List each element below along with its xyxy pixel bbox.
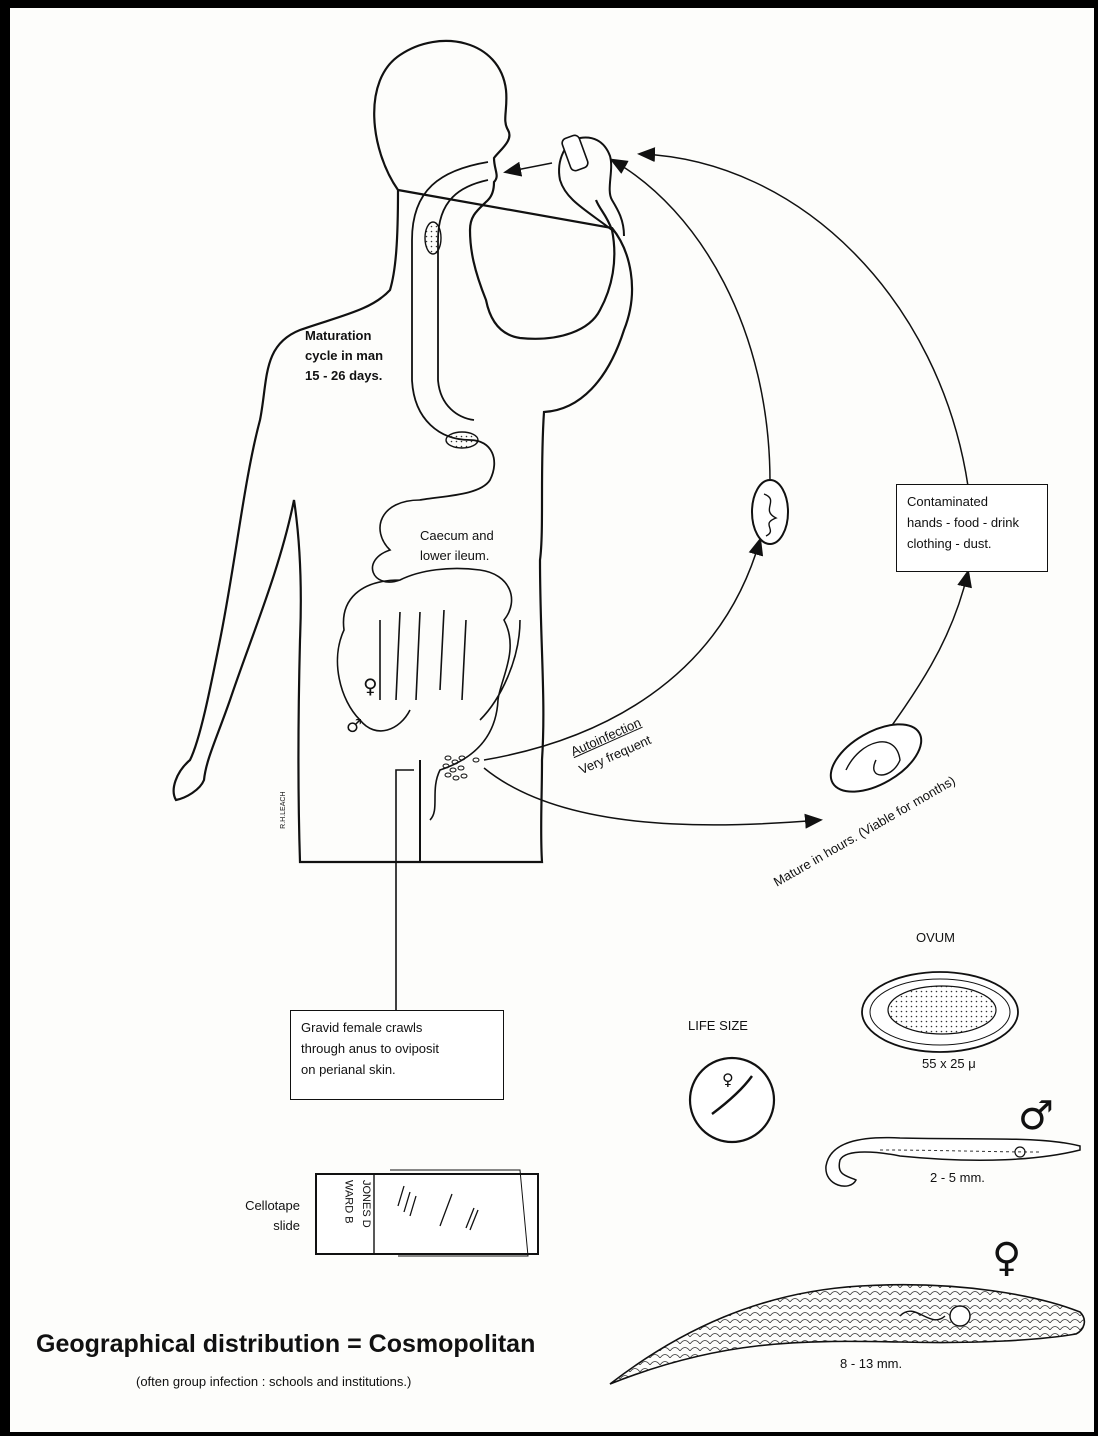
gravid-line-1: Gravid female crawls [301, 1018, 493, 1039]
contaminated-line-2: hands - food - drink [907, 513, 1037, 534]
male-symbol-intestine: ♂ [346, 718, 362, 736]
ovum-size: 55 x 25 μ [922, 1054, 976, 1074]
arrow-egg-up [612, 160, 770, 482]
maturation-line-3: 15 - 26 days. [305, 366, 383, 386]
arrow-food-to-mouth [506, 163, 552, 172]
slide-name-2: WARD B [339, 1180, 357, 1250]
caecum-line-1: Caecum and [420, 526, 494, 546]
female-symbol-intestine: ♀ [363, 676, 378, 696]
slide-names: JONES D WARD B [318, 1180, 374, 1250]
artist-signature: R.H.LEACH [279, 792, 290, 829]
gravid-line-2: through anus to oviposit [301, 1039, 493, 1060]
maturation-line-2: cycle in man [305, 346, 383, 366]
cellotape-line-1: Cellotape [232, 1196, 300, 1216]
ovum-title: OVUM [916, 928, 955, 948]
contaminated-line-3: clothing - dust. [907, 534, 1037, 555]
gravid-box: Gravid female crawls through anus to ovi… [290, 1010, 504, 1100]
female-symbol-life-size: ♀ [722, 1072, 734, 1088]
gravid-line-3: on perianal skin. [301, 1060, 493, 1081]
caecum-label: Caecum and lower ileum. [420, 526, 494, 566]
geo-title: Geographical distribution = Cosmopolitan [36, 1330, 535, 1359]
arrow-contaminated-to-hand [640, 154, 968, 486]
female-symbol-large: ♀ [992, 1238, 1021, 1278]
oesophagus [412, 162, 494, 500]
female-size: 8 - 13 mm. [840, 1354, 902, 1374]
male-symbol-large: ♂ [1018, 1096, 1054, 1136]
arrow-to-environment [484, 768, 820, 825]
life-size-label: LIFE SIZE [688, 1016, 748, 1036]
cellotape-label: Cellotape slide [232, 1196, 300, 1236]
egg-cluster [443, 756, 479, 780]
maturation-label: Maturation cycle in man 15 - 26 days. [305, 326, 383, 386]
cellotape-line-2: slide [232, 1216, 300, 1236]
caecum-line-2: lower ileum. [420, 546, 494, 566]
gravid-connector [396, 770, 414, 1010]
male-size: 2 - 5 mm. [930, 1168, 985, 1188]
contaminated-line-1: Contaminated [907, 492, 1037, 513]
geo-note: (often group infection : schools and ins… [136, 1372, 411, 1392]
maturation-line-1: Maturation [305, 326, 383, 346]
contaminated-box: Contaminated hands - food - drink clothi… [896, 484, 1048, 572]
slide-name-1: JONES D [356, 1180, 374, 1250]
